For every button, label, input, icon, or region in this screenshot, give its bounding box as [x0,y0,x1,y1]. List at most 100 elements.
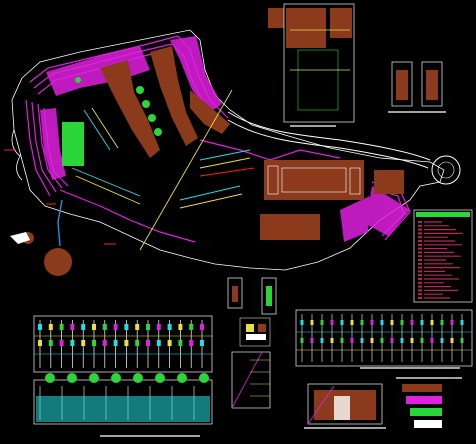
elevation-window [440,320,444,325]
water-channel [57,199,63,247]
legend-swatch [418,243,422,246]
elevation-window [460,338,464,343]
elevation-window [178,324,183,330]
legend-swatch [418,228,422,231]
legend-rows [418,221,463,299]
elevation-window [102,340,107,346]
legend-swatch [418,266,422,269]
elevation-window [124,324,129,330]
elevation-window [113,324,118,330]
building-roof-lines [267,165,361,195]
elevation-right-columns [296,314,472,362]
elevation-window [146,340,150,346]
elevation-window [340,320,344,325]
slope-hatch-zones [40,36,410,242]
legend-swatch [418,232,422,235]
site-plan [4,8,461,276]
legend-panel [413,209,473,303]
elevation-window [59,340,64,346]
legend-swatch [418,221,422,223]
elevation-window [135,324,140,330]
elevation-window [70,340,75,346]
elevation-window [410,320,414,325]
elevation-trees [36,373,210,422]
elevation-window [440,338,444,343]
elevation-window [350,320,354,325]
legend-swatch [418,270,422,273]
elevation-window [420,338,424,343]
elevation-window [320,338,324,343]
legend-swatch [418,297,422,299]
elevation-window [189,324,194,330]
tree-icon [111,373,121,383]
vegetation [62,77,162,166]
tree-icon [199,373,209,383]
elevation-window [81,340,86,346]
elevation-window [48,340,53,346]
elevation-window [450,338,454,343]
elevation-window [370,338,374,343]
legend-swatch [418,285,422,288]
elevation-facade [36,396,210,422]
elevation-window [450,320,454,325]
elevation-window [113,340,118,346]
elevation-window [59,324,64,330]
elevation-window [350,338,354,343]
elevation-columns [34,320,212,368]
elevation-window [390,338,394,343]
roundabout [431,155,461,185]
detail-plan-top-right [388,61,446,113]
elevation-window [310,338,314,343]
legend-swatch [418,259,422,261]
legend-swatch [418,262,422,265]
elevation-window [300,320,304,325]
access-road [227,111,461,185]
elevation-window [81,324,86,330]
elevation-window [430,338,434,343]
building-elevation [304,383,386,429]
tree-icon [133,373,143,383]
annotation-marks [4,149,116,245]
legend-swatch [418,281,422,284]
elevation-window [200,340,204,346]
lower-left-mound [10,129,72,276]
elevation-window [38,324,42,330]
elevation-window [360,338,364,343]
elevation-window [410,338,414,343]
elevation-window [167,324,172,330]
elevation-window [156,324,161,330]
detail-plan-bottom-center [231,317,271,409]
legend-swatch [418,274,422,277]
tree-icon [177,373,187,383]
tree-icon [155,373,165,383]
legend-swatch [418,278,422,280]
small-details-middle [227,277,277,315]
elevation-window [135,340,140,346]
elevation-window [167,340,172,346]
elevation-window [189,340,194,346]
elevation-sheet-right [295,309,473,369]
elevation-window [92,340,96,346]
elevation-window [146,324,150,330]
elevation-window [380,338,384,343]
elevation-window [330,320,334,325]
elevation-window [460,320,464,325]
legend-swatch [418,255,422,258]
detail-plan-top-center [283,3,355,127]
section-cut-line [139,89,233,251]
tree-icon [67,373,77,383]
buildings [100,8,404,240]
elevation-window [38,340,42,346]
elevation-window [102,324,107,330]
elevation-window [200,324,204,330]
elevation-window [420,320,424,325]
elevation-window [124,340,129,346]
elevation-window [430,320,434,325]
elevation-window [48,324,53,330]
elevation-window [92,324,96,330]
elevation-window [300,338,304,343]
small-figures-right [396,377,462,428]
elevation-window [370,320,374,325]
elevation-window [330,338,334,343]
